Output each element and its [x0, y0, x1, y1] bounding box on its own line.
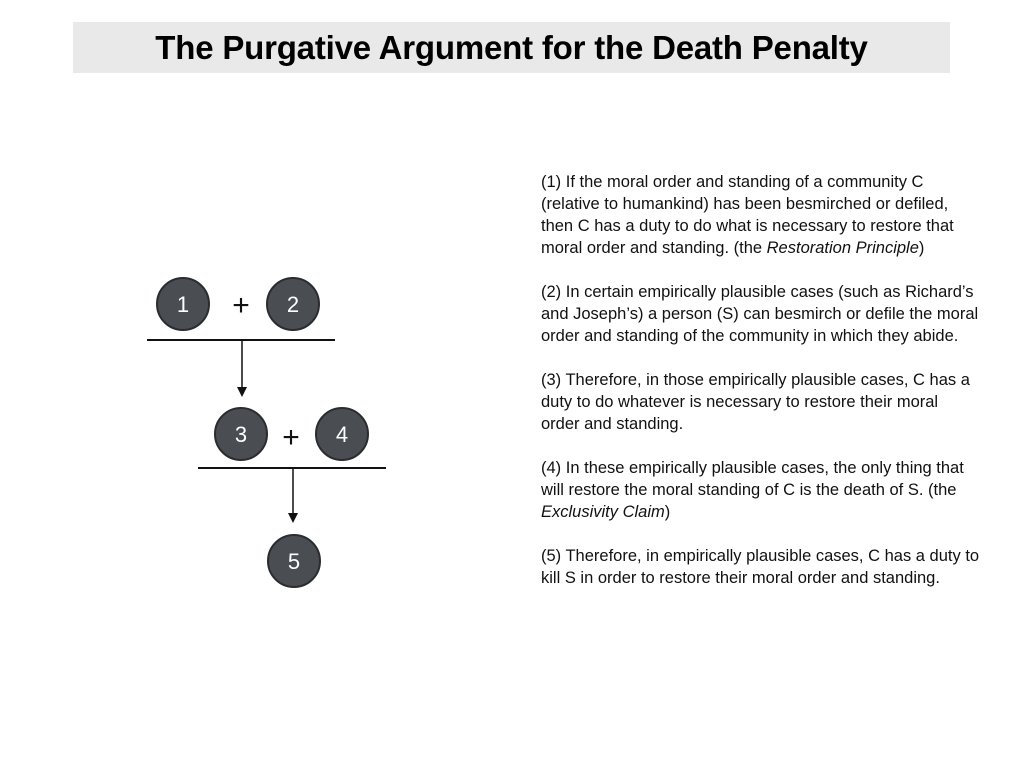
premise-5-text: Therefore, in empirically plausible case… [541, 547, 980, 587]
premise-1-principle-name: Restoration Principle [766, 239, 919, 257]
node-1: 1 [156, 277, 210, 331]
argument-diagram-svg: 1 + 2 3 + 4 5 [147, 277, 386, 588]
premise-list: (1) If the moral order and standing of a… [541, 171, 981, 611]
premise-4-number: (4) [541, 459, 562, 477]
premise-5-number: (5) [541, 547, 562, 565]
node-3: 3 [214, 407, 268, 461]
premise-5: (5) Therefore, in empirically plausible … [541, 545, 981, 589]
node-2-label: 2 [287, 292, 299, 317]
premise-4-claim-name: Exclusivity Claim [541, 503, 665, 521]
premise-3-text: Therefore, in those empirically plausibl… [541, 371, 970, 433]
node-5: 5 [267, 534, 321, 588]
title-bar: The Purgative Argument for the Death Pen… [73, 22, 950, 73]
premise-3: (3) Therefore, in those empirically plau… [541, 369, 981, 435]
node-2: 2 [266, 277, 320, 331]
premise-4: (4) In these empirically plausible cases… [541, 457, 981, 523]
premise-1-close: ) [918, 239, 925, 257]
plus-sign-1: + [232, 289, 250, 322]
plus-sign-2: + [282, 421, 300, 454]
premise-1-number: (1) [541, 173, 562, 191]
slide-title: The Purgative Argument for the Death Pen… [155, 29, 868, 66]
premise-4-text: In these empirically plausible cases, th… [541, 459, 964, 499]
premise-2-text: In certain empirically plausible cases (… [541, 283, 979, 345]
node-5-label: 5 [288, 549, 300, 574]
premise-3-number: (3) [541, 371, 562, 389]
node-4: 4 [315, 407, 369, 461]
node-4-label: 4 [336, 422, 348, 447]
premise-2-number: (2) [541, 283, 562, 301]
premise-1-text: If the moral order and standing of a com… [541, 173, 954, 257]
premise-4-close: ) [664, 503, 671, 521]
node-3-label: 3 [235, 422, 247, 447]
node-1-label: 1 [177, 292, 189, 317]
premise-1: (1) If the moral order and standing of a… [541, 171, 981, 259]
argument-diagram: 1 + 2 3 + 4 5 [147, 277, 386, 588]
premise-2: (2) In certain empirically plausible cas… [541, 281, 981, 347]
